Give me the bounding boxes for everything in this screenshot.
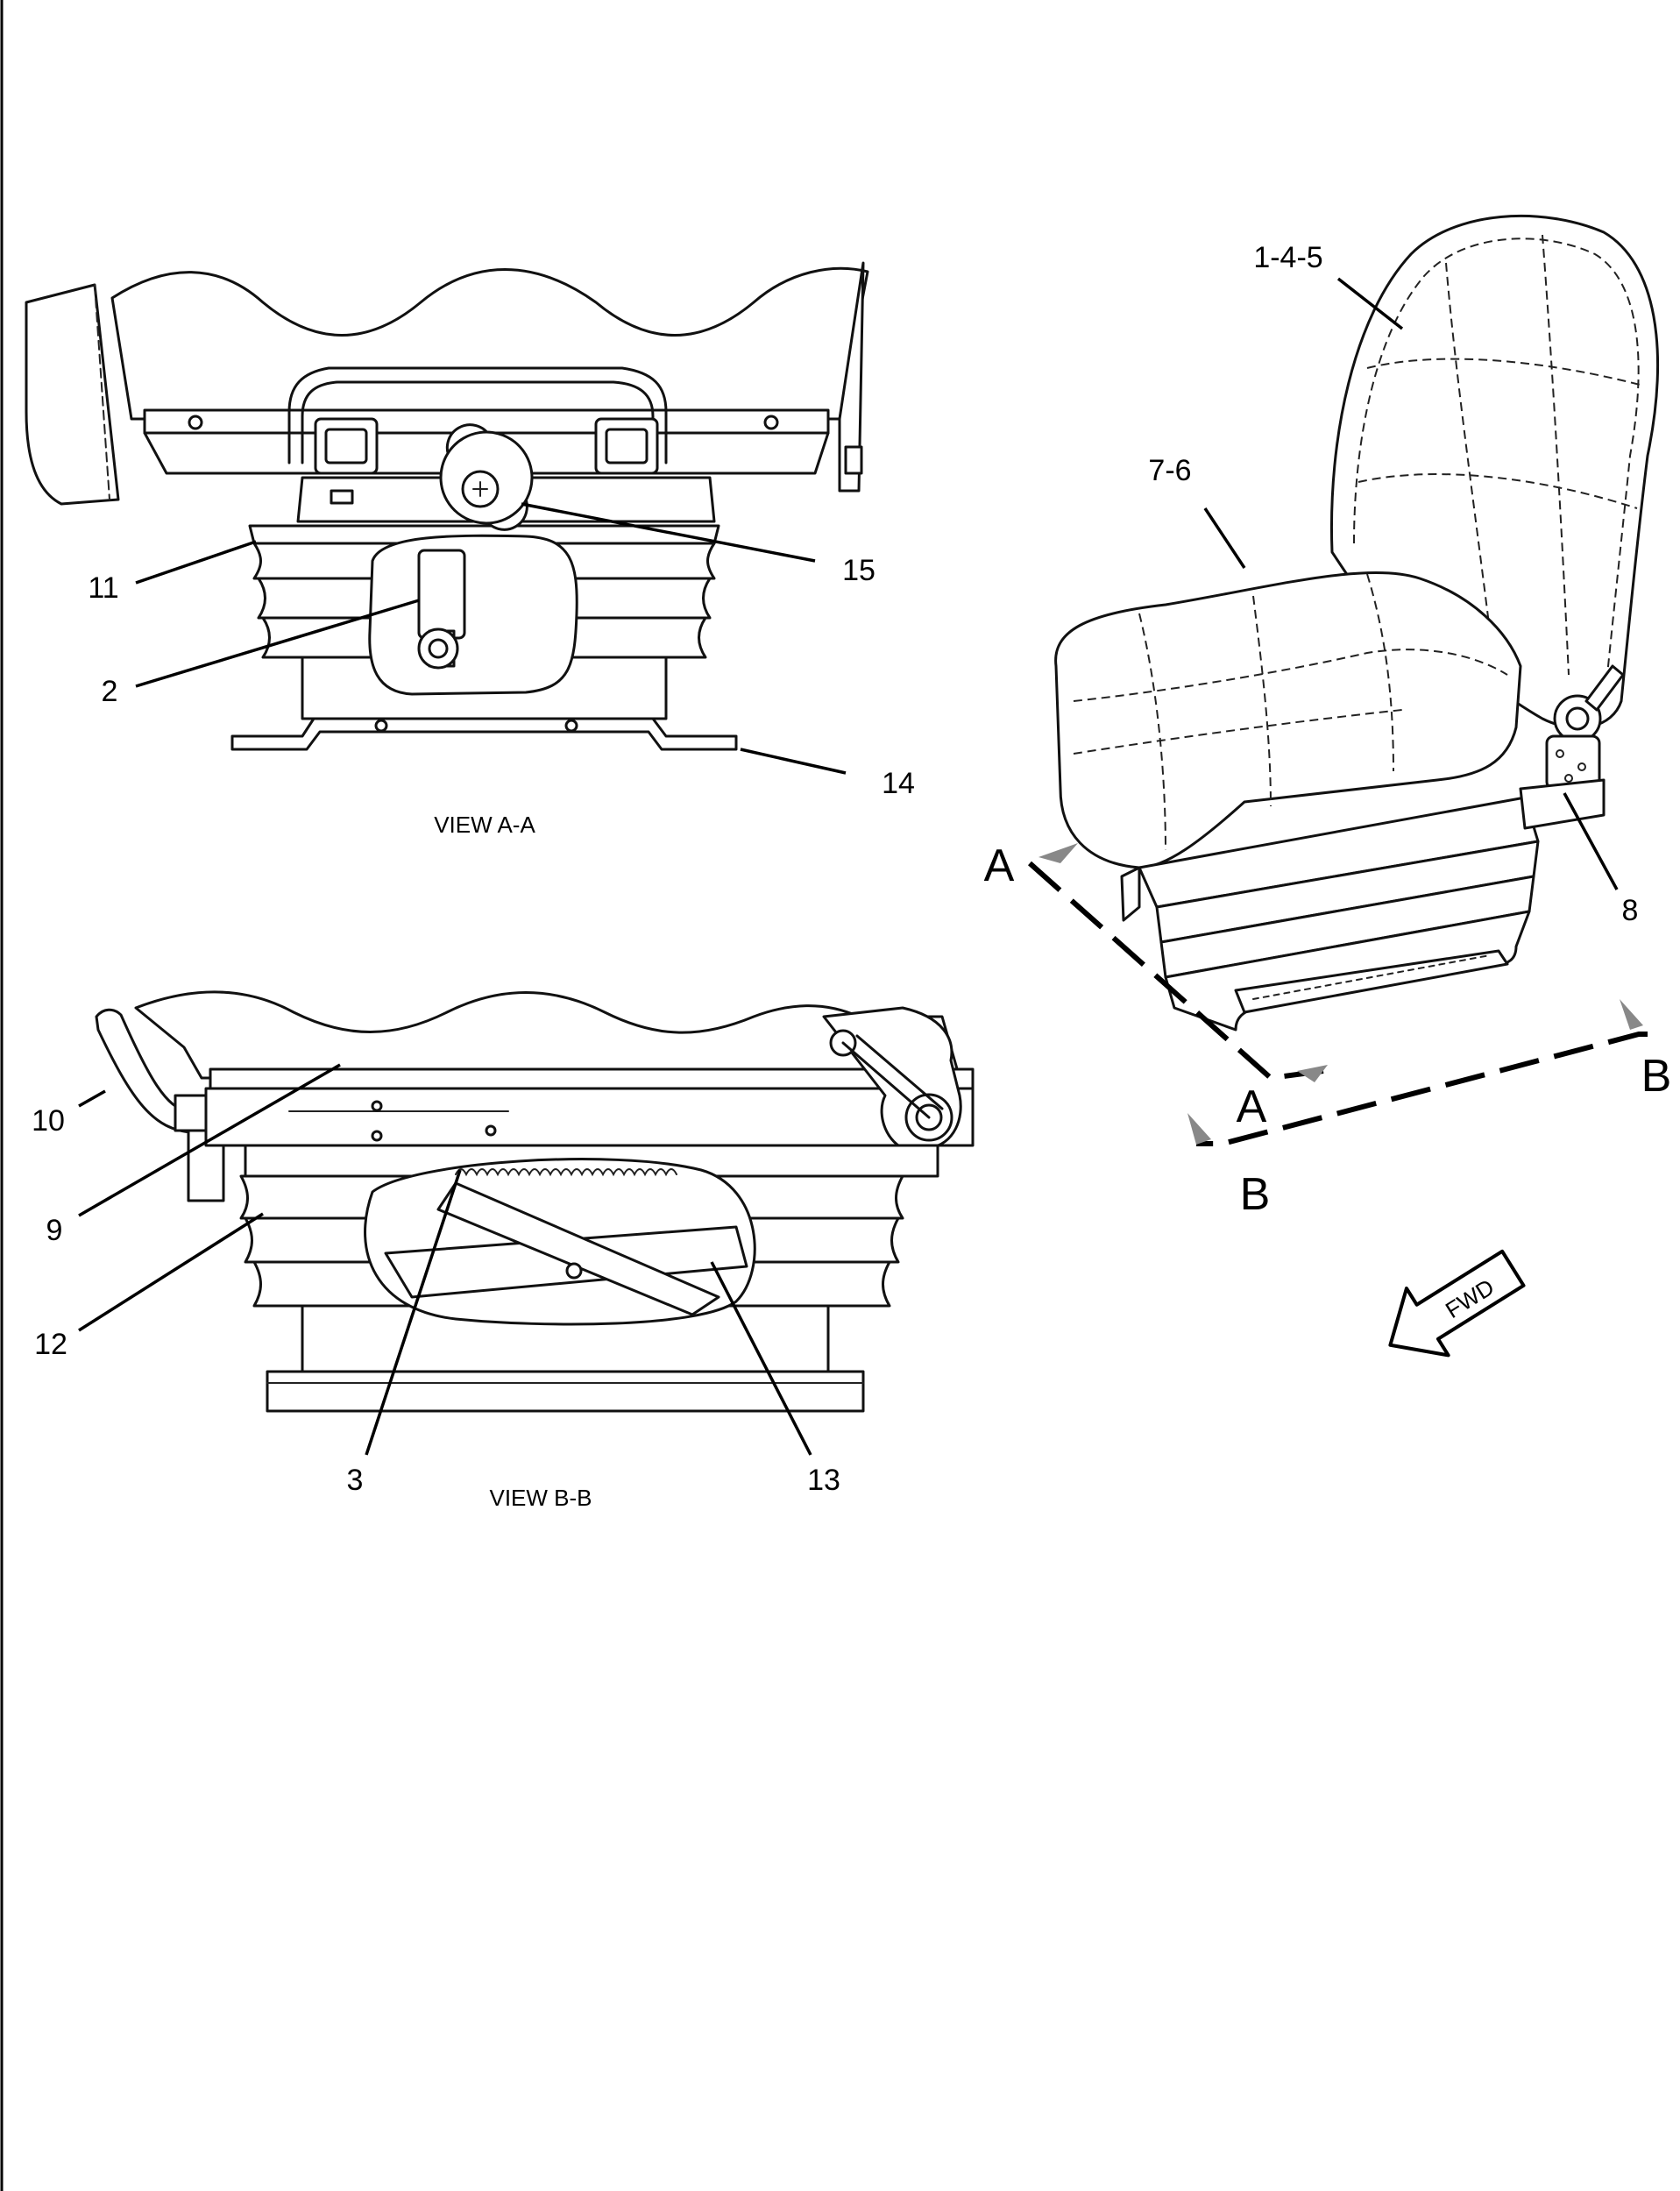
- leader-lines: [78, 277, 1619, 1456]
- callout-11: 11: [88, 571, 118, 605]
- section-b-arrow-right: [1620, 999, 1643, 1030]
- section-marker-a-bottom: A: [1237, 1081, 1267, 1132]
- forward-direction-arrow-icon: FWD: [1388, 1249, 1526, 1358]
- callout-14: 14: [882, 767, 915, 800]
- callout-12: 12: [34, 1328, 67, 1361]
- callout-3: 3: [347, 1464, 364, 1497]
- callout-2: 2: [102, 675, 118, 708]
- section-a-arrow-bottom: [1297, 1065, 1328, 1082]
- seat-assembly-illustration: [1054, 215, 1659, 1032]
- spring-coils: [455, 1168, 677, 1177]
- section-cut-lines: [1028, 843, 1648, 1146]
- section-marker-b-bottom: B: [1240, 1169, 1271, 1220]
- callout-9: 9: [46, 1214, 63, 1247]
- section-b-arrow-left: [1187, 1113, 1211, 1145]
- callout-10: 10: [32, 1104, 65, 1138]
- view-b-b-title: VIEW B-B: [489, 1485, 592, 1511]
- callout-13: 13: [807, 1464, 840, 1497]
- section-marker-b-right: B: [1641, 1051, 1672, 1102]
- view-a-a-title: VIEW A-A: [434, 812, 535, 838]
- callout-7-6: 7-6: [1148, 454, 1191, 487]
- callout-1-4-5: 1-4-5: [1253, 241, 1322, 274]
- callout-8: 8: [1622, 894, 1639, 927]
- callout-15: 15: [842, 554, 875, 587]
- view-b-b-illustration: [95, 990, 975, 1413]
- section-a-arrow-top: [1038, 843, 1078, 863]
- view-a-a-illustration: [25, 261, 869, 751]
- section-marker-a-top: A: [984, 840, 1015, 891]
